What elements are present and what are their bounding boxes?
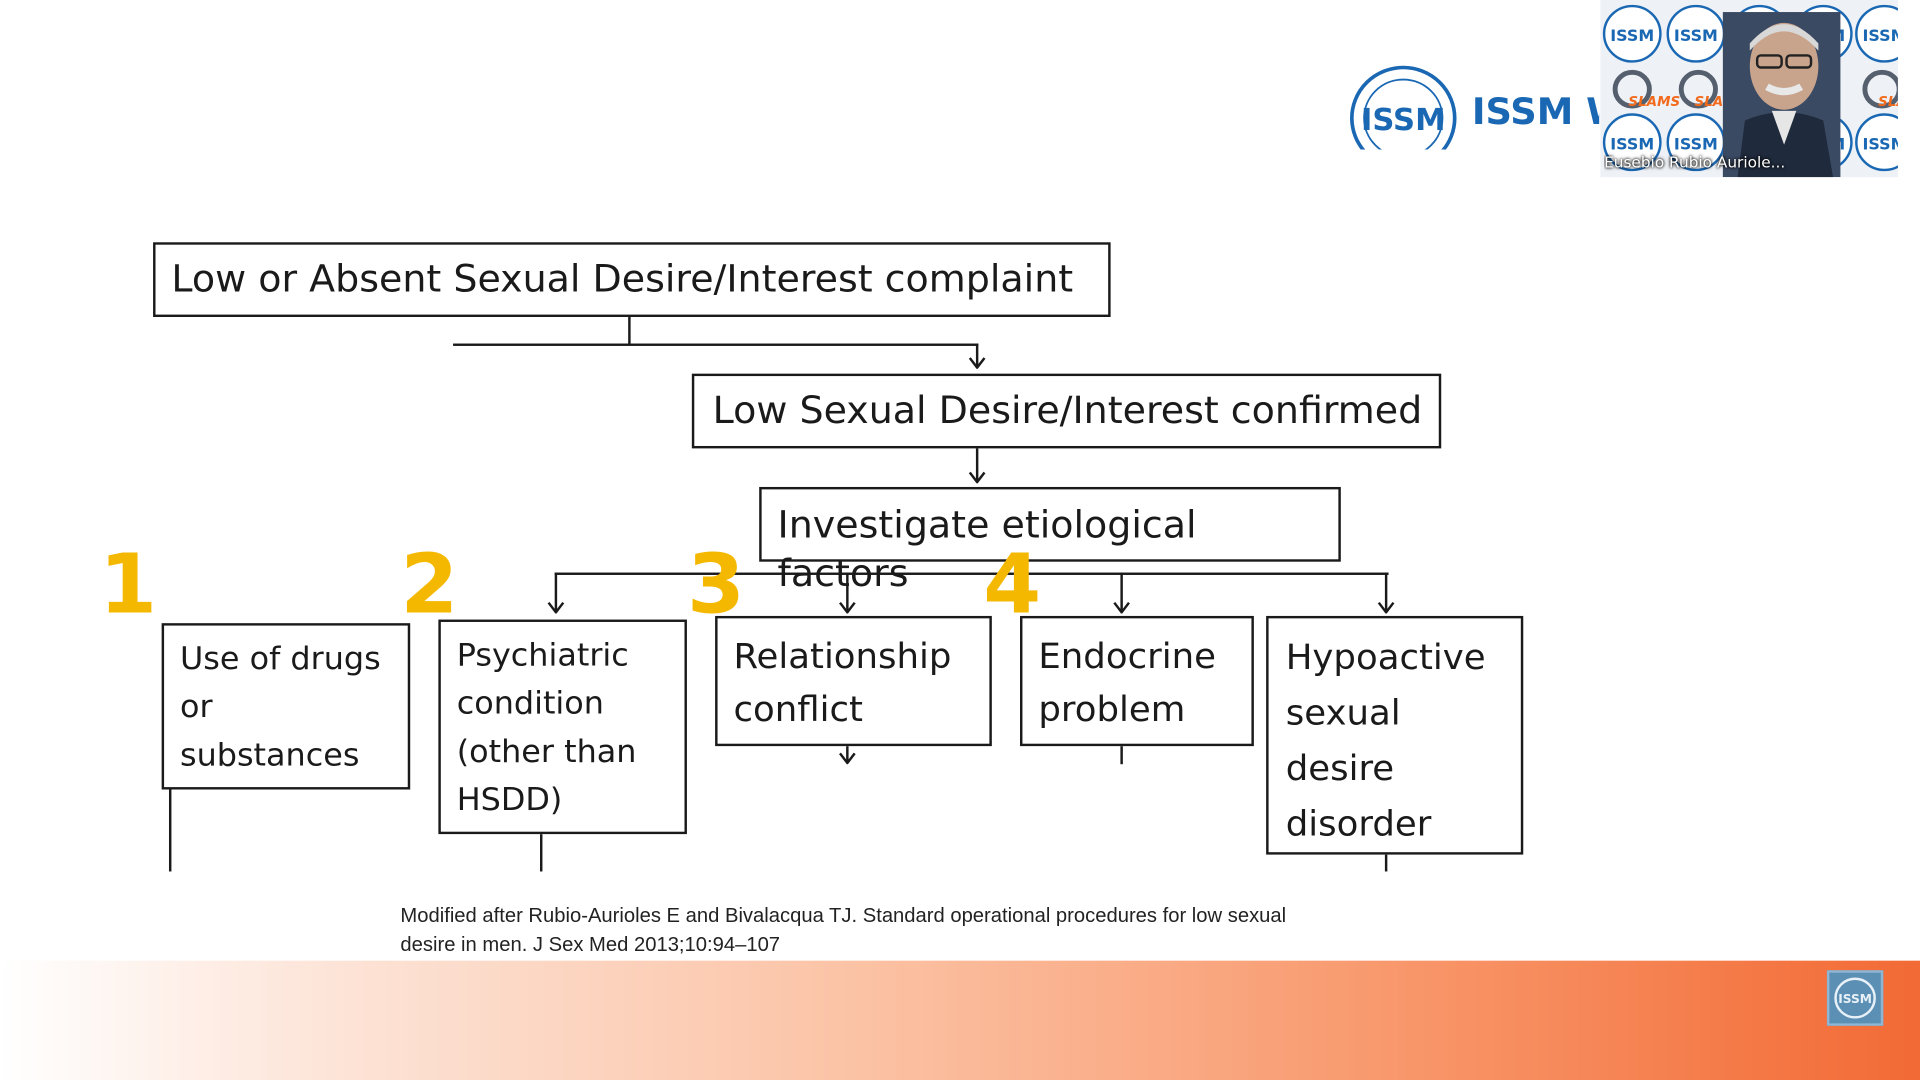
arrow-down-icon: [839, 601, 856, 614]
issm-badge-icon: [1602, 4, 1662, 63]
step-number-1: 1: [99, 537, 158, 633]
factor-hsdd-text: Hypoactive sexual desire disorder: [1285, 636, 1486, 844]
participant-name-label: Eusebio Rubio Auriole...: [1604, 153, 1786, 172]
confirmed-text: Low Sexual Desire/Interest confirmed: [712, 389, 1423, 433]
connector-line: [1120, 572, 1123, 613]
connector-line: [540, 834, 543, 872]
issm-badge-text: ISSM: [1610, 26, 1654, 45]
connector-line: [846, 572, 849, 613]
slams-overlay-text: SLAMS: [1628, 95, 1680, 110]
male-symbol-icon: [1678, 69, 1718, 109]
issm-badge-text: ISSM: [1674, 135, 1718, 154]
connector-line: [628, 317, 631, 345]
factor-box-endocrine: Endocrine problem: [1020, 615, 1254, 747]
issm-badge-icon: [1855, 113, 1898, 172]
footer-issm-logo: ISSM: [1826, 970, 1884, 1026]
footer-gradient-band: [0, 960, 1920, 1080]
arrow-down-icon: [968, 471, 986, 484]
factor-box-drugs: Use of drugs or substances: [161, 623, 411, 790]
factor-box-hsdd: Hypoactive sexual desire disorder: [1266, 615, 1524, 855]
connector-line: [975, 343, 979, 368]
arrow-down-icon: [839, 752, 856, 765]
arrow-down-icon: [547, 601, 565, 614]
participant-video-tile[interactable]: ISSMISSMISSMISSMISSMISSMISSMISSMISSMISSM…: [1600, 0, 1898, 178]
issm-seal-logo: ISSM: [1347, 63, 1460, 150]
issm-badge-text: ISSM: [1610, 135, 1654, 154]
factor-box-relationship: Relationship conflict: [715, 615, 992, 747]
investigate-text: Investigate etiological factors: [777, 503, 1197, 596]
factor-endocrine-text: Endocrine problem: [1038, 635, 1216, 730]
issm-badge-icon: [1602, 113, 1662, 172]
citation-text: Modified after Rubio-Aurioles E and Biva…: [400, 905, 1287, 956]
complaint-box: Low or Absent Sexual Desire/Interest com…: [153, 242, 1111, 318]
issm-badge-text: ISSM: [1674, 26, 1718, 45]
factor-box-psychiatric: Psychiatric condition (other than HSDD): [438, 619, 687, 835]
arrow-down-icon: [1113, 601, 1130, 614]
connector-line: [453, 343, 979, 346]
connector-line: [1120, 746, 1123, 765]
slams-overlay-text: SLAMS: [1878, 95, 1898, 110]
header-logo-text: ISSM: [1361, 103, 1446, 138]
step-number-3: 3: [686, 537, 745, 633]
issm-badge-text: ISSM: [1863, 26, 1898, 45]
footer-logo-text: ISSM: [1838, 992, 1872, 1006]
header-brand-text: ISSM W: [1471, 91, 1599, 134]
investigate-box: Investigate etiological factors: [759, 486, 1341, 595]
connector-line: [1384, 572, 1388, 613]
step-number-4: 4: [983, 537, 1042, 633]
issm-badge-icon: [1855, 4, 1898, 63]
speaker-silhouette: [1722, 12, 1841, 178]
arrow-down-icon: [1377, 601, 1395, 614]
connector-line: [975, 448, 979, 483]
factor-relationship-text: Relationship conflict: [733, 635, 952, 730]
arrow-down-icon: [968, 357, 986, 369]
male-symbol-icon: [1612, 69, 1652, 109]
factor-psychiatric-text: Psychiatric condition (other than HSDD): [456, 637, 637, 819]
confirmed-box: Low Sexual Desire/Interest confirmed: [691, 373, 1442, 449]
step-number-2: 2: [400, 537, 459, 633]
connector-line: [554, 572, 1389, 575]
male-symbol-icon: [1862, 69, 1898, 109]
issm-badge-text: ISSM: [1863, 135, 1898, 154]
factor-drugs-text: Use of drugs or substances: [180, 641, 381, 774]
connector-line: [846, 746, 849, 763]
connector-line: [554, 572, 558, 613]
connector-line: [168, 777, 172, 872]
connector-line: [1384, 854, 1388, 872]
complaint-text: Low or Absent Sexual Desire/Interest com…: [171, 257, 1074, 302]
